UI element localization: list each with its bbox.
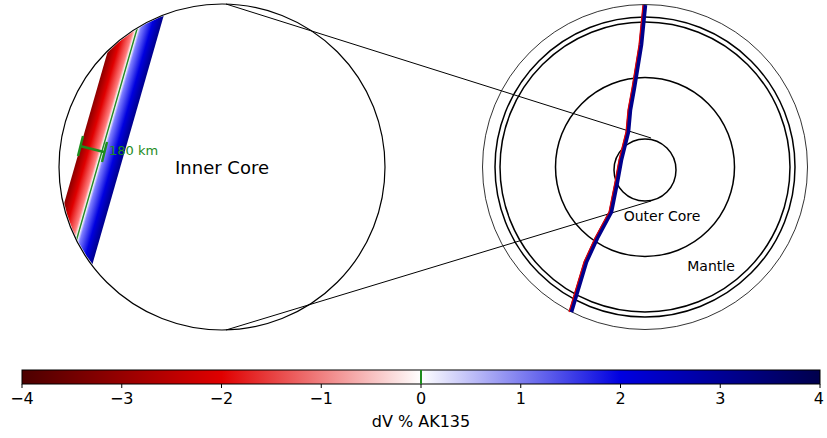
tick-label: 4	[814, 391, 824, 407]
tick-label: 3	[715, 391, 725, 407]
circle-outline	[555, 77, 735, 257]
tick-mark	[421, 384, 422, 388]
region-label: Outer Core	[624, 209, 701, 223]
tick-label: −2	[210, 391, 234, 407]
tick-label: −1	[309, 391, 333, 407]
tick-mark	[22, 384, 23, 388]
dimension-label: 180 km	[109, 144, 158, 157]
tick-label: −3	[110, 391, 134, 407]
tick-label: 2	[615, 391, 625, 407]
tick-mark	[221, 384, 222, 388]
region-label: Inner Core	[175, 159, 269, 177]
region-circle: Outer Core	[555, 77, 735, 257]
tick-mark	[820, 384, 821, 388]
tick-label: 0	[416, 391, 426, 407]
region-circle: Mantle Outer Core	[482, 4, 808, 330]
tick-mark	[520, 384, 521, 388]
tick-mark	[720, 384, 721, 388]
tick-mark	[121, 384, 122, 388]
tick-mark	[620, 384, 621, 388]
tick-label: −4	[10, 391, 34, 407]
axis-title: dV % AK135	[372, 414, 470, 430]
tick-mark	[321, 384, 322, 388]
circle-outline	[482, 4, 808, 330]
tick-label: 1	[516, 391, 526, 407]
region-label: Mantle	[687, 259, 735, 273]
